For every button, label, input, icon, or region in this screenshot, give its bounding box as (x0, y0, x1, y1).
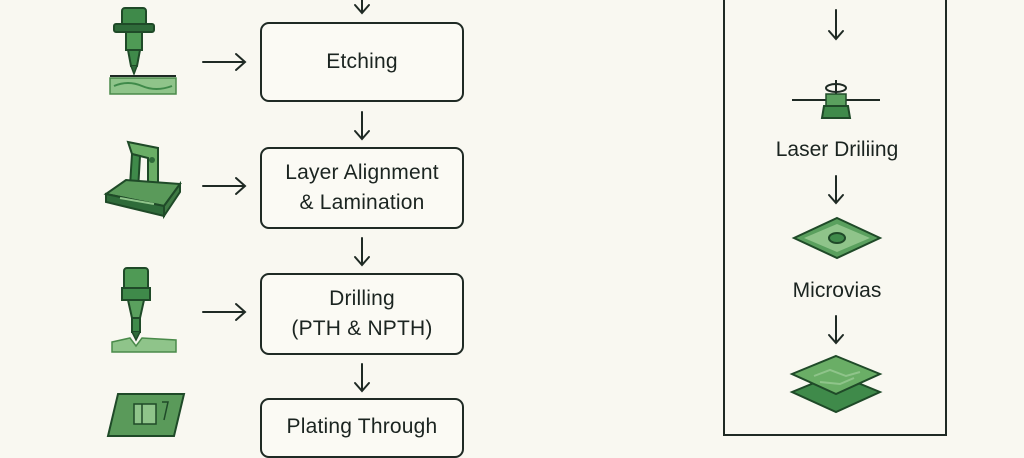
side-arrow-2 (828, 175, 844, 205)
drill-bit-icon (111, 267, 177, 353)
lamination-press-icon (103, 140, 182, 220)
etching-tool-icon (109, 7, 177, 95)
step-etching-label: Etching (326, 50, 398, 73)
step-layer-alignment-line2: & Lamination (299, 191, 425, 214)
arrow-down-top (354, 0, 370, 15)
arrow-down-1 (354, 111, 370, 141)
arrow-down-3 (354, 363, 370, 393)
step-drilling-line1: Drilling (329, 287, 395, 310)
microvias-label: Microvias (792, 279, 882, 302)
arrow-right-1 (202, 53, 247, 71)
laser-drilling-label: Laser Driliing (775, 138, 899, 161)
stacked-layers-icon (789, 354, 883, 414)
plating-board-icon (106, 393, 186, 437)
arrow-right-2 (202, 177, 247, 195)
microvia-board-icon (791, 216, 883, 260)
arrow-right-3 (202, 303, 247, 321)
side-arrow-1 (828, 9, 844, 41)
step-layer-alignment: Layer Alignment & Lamination (260, 147, 464, 229)
step-drilling: Drilling (PTH & NPTH) (260, 273, 464, 355)
flow-arrows (202, 0, 844, 393)
laser-drill-icon (792, 80, 880, 119)
step-drilling-line2: (PTH & NPTH) (291, 317, 433, 340)
step-layer-alignment-line1: Layer Alignment (285, 161, 439, 184)
arrow-down-2 (354, 237, 370, 267)
side-arrow-3 (828, 315, 844, 345)
step-etching: Etching (260, 22, 464, 102)
